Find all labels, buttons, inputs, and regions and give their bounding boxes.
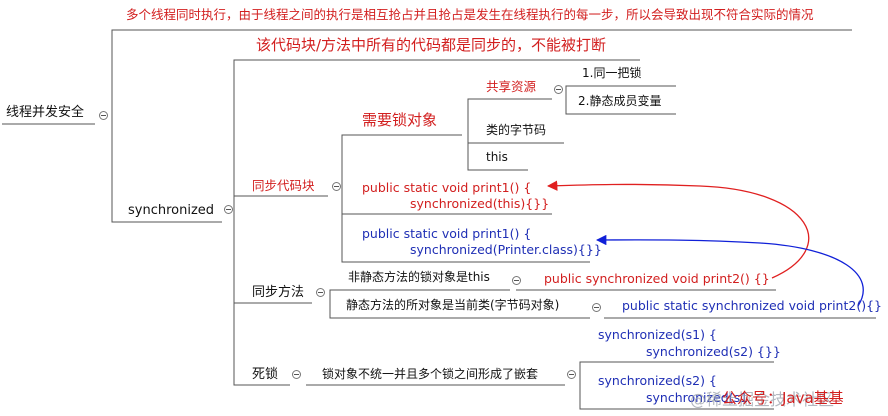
edge-lock-shared	[467, 98, 552, 135]
deadlock-desc: 锁对象不统一并且多个锁之间形成了嵌套	[322, 367, 539, 381]
overlay-java-jiji: 公众号：Java基基	[722, 389, 844, 407]
sync-block-topic: 同步代码块	[252, 178, 315, 193]
static-method-code: public static synchronized void print2()…	[622, 298, 882, 313]
static-lock-note: 静态方法的所对象是当前类(字节码对象)	[346, 298, 560, 312]
collapse-deadlock-desc[interactable]	[567, 370, 576, 379]
nonstatic-method-code: public synchronized void print2() {}	[544, 271, 770, 286]
collapse-deadlock[interactable]	[292, 370, 301, 379]
collapse-synchronized[interactable]	[224, 205, 233, 214]
synchronized-desc: 该代码块/方法中所有的代码都是同步的，不能被打断	[256, 36, 607, 54]
edge-shared-item2	[565, 99, 676, 115]
watermark-juejin: @稀土掘金技术社区	[690, 390, 835, 409]
collapse-sync-method[interactable]	[316, 288, 325, 297]
deadlock-code1-line1: synchronized(s1) {	[598, 327, 717, 342]
edge-lock-this	[467, 135, 528, 171]
deadlock-code1-line2: synchronized(s2) {}}	[646, 344, 781, 359]
class-bytecode: 类的字节码	[486, 123, 547, 137]
arrow-nonstatic-to-code1	[546, 180, 810, 279]
deadlock-topic: 死锁	[252, 367, 279, 382]
collapse-shared-resource[interactable]	[554, 85, 563, 94]
edge-root-issue	[111, 29, 852, 116]
code-block-class-line2: synchronized(Printer.class){}}	[410, 242, 602, 257]
edge-shared-item1	[565, 85, 676, 99]
edge-method-nonstatic	[329, 289, 510, 303]
issue-note: 多个线程同时执行，由于线程之间的执行是相互抢占并且抢占是发生在线程执行的每一步，…	[126, 7, 814, 22]
arrow-static-to-code2	[595, 234, 864, 307]
edge-deadlock-code2	[579, 385, 774, 410]
edge-sync-deadlock	[233, 213, 290, 386]
edge-root-sync	[111, 116, 222, 223]
sync-method-topic: 同步方法	[252, 285, 305, 300]
edge-method-static	[329, 303, 590, 319]
this-keyword: this	[486, 150, 508, 164]
synchronized-topic: synchronized	[128, 203, 215, 218]
root-topic: 线程并发安全	[6, 105, 85, 120]
collapse-static[interactable]	[592, 303, 601, 312]
edge-sync-block	[233, 195, 328, 213]
code-block-this-line2: synchronized(this){}}	[410, 196, 550, 211]
lock-object-title: 需要锁对象	[362, 111, 438, 129]
deadlock-code2-line1: synchronized(s2) {	[598, 373, 717, 388]
edge-deadlock-code1	[579, 361, 774, 385]
shared-resource: 共享资源	[486, 79, 537, 94]
edge-block-lock	[341, 134, 462, 196]
collapse-sync-block[interactable]	[332, 182, 341, 191]
nonstatic-lock-note: 非静态方法的锁对象是this	[348, 270, 490, 284]
code-block-this-line1: public static void print1() {	[362, 180, 532, 195]
edge-block-code2	[341, 196, 590, 263]
shared-item-static-var: 2.静态成员变量	[578, 94, 662, 108]
edge-sync-desc	[233, 59, 640, 213]
code-block-class-line1: public static void print1() {	[362, 226, 532, 241]
deadlock-code2-line2: synchronized(s1	[646, 390, 749, 405]
collapse-root[interactable]	[99, 111, 108, 120]
collapse-nonstatic[interactable]	[512, 276, 521, 285]
shared-item-same-lock: 1.同一把锁	[582, 66, 642, 80]
